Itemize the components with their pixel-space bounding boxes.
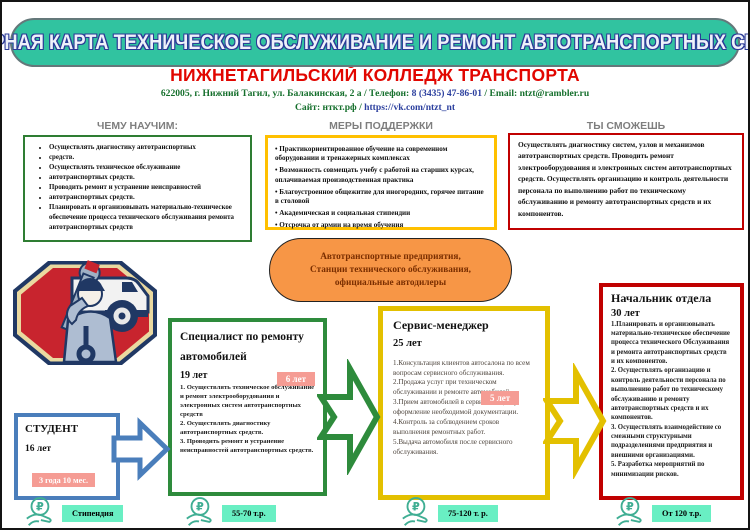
learn-box: Осуществлять диагностику автотранспортны…	[23, 135, 252, 242]
step-chief-box: Начальник отдела 30 лет 1.Планировать и …	[599, 283, 744, 500]
manager-title: Сервис-менеджер	[393, 318, 489, 332]
student-age: 16 лет	[25, 444, 52, 454]
learn-column-header: ЧЕМУ НАУЧИМ:	[96, 120, 179, 132]
you-can-box: Осуществлять диагностику систем, узлов и…	[508, 133, 744, 230]
manager-task: 3.Прием автомобилей в сервисный центр, о…	[393, 398, 520, 417]
chief-title: Начальник отдела	[611, 291, 712, 305]
support-list: Практикориентированное обучение на совре…	[275, 145, 487, 232]
ruble-in-hand-icon: ₽	[26, 497, 52, 526]
student-duration-badge: 3 года 10 мес.	[32, 473, 96, 487]
can-column-header: ТЫ СМОЖЕШЬ	[586, 120, 666, 132]
specialist-task: 2. Осуществлять диагностику автотранспор…	[180, 420, 271, 437]
learn-item: средств.	[49, 153, 244, 163]
student-title: СТУДЕНТ	[25, 423, 79, 435]
arrow-right-icon	[111, 417, 171, 481]
title-banner: КАРЬЕРНАЯ КАРТА ТЕХНИЧЕСКОЕ ОБСЛУЖИВАНИЕ…	[2, 18, 748, 67]
student-salary-badge: Стипендия	[62, 504, 124, 522]
learn-list: Осуществлять диагностику автотранспортны…	[49, 143, 244, 233]
arrow-right-icon	[317, 359, 381, 475]
learn-item: Проводить ремонт и устранение неисправно…	[49, 183, 244, 193]
employers-oval: Автотранспортные предприятия, Станции те…	[269, 238, 512, 302]
chief-age: 30 лет	[611, 307, 640, 319]
learn-item: Планировать и организовывать материально…	[49, 203, 244, 233]
specialist-salary-group: ₽ 55-70 т.р.	[184, 496, 276, 528]
specialist-task: 1. Осуществлять техническое обслуживание…	[180, 384, 315, 419]
step-manager-box: Сервис-менеджер 25 лет 1.Консультация кл…	[378, 306, 550, 500]
support-item: Отсрочка от армии на время обучения	[275, 221, 487, 231]
site-line: Сайт: нткт.рф / https://vk.com/ntzt_nt	[2, 102, 748, 113]
manager-task: 5.Выдача автомобиля после сервисного обс…	[393, 437, 513, 456]
step-specialist-box: Специалист по ремонту автомобилей 19 лет…	[168, 318, 327, 496]
svg-text:₽: ₽	[626, 501, 634, 514]
support-item: Благоустроенное общежитие для иногородни…	[275, 188, 487, 207]
learn-item: автотранспортных средств.	[49, 173, 244, 183]
college-name: НИЖНЕТАГИЛЬСКИЙ КОЛЛЕДЖ ТРАНСПОРТА	[170, 65, 580, 85]
chief-salary-group: ₽ От 120 т.р.	[614, 496, 712, 528]
chief-task: 1.Планировать и организовывать материаль…	[611, 320, 730, 366]
chief-task: 5. Разработка мероприятий по минимизации…	[611, 461, 705, 478]
support-box: Практикориентированное обучение на совре…	[265, 135, 497, 230]
site-label: Сайт: нткт.рф /	[294, 102, 365, 113]
chief-task: 3. Осуществлять взаимодействие со смежны…	[611, 423, 722, 459]
manager-task: 2.Продажа услуг при техническом обслужив…	[393, 378, 512, 397]
learn-item: автотранспортных средств.	[49, 193, 244, 203]
specialist-duration-badge: 6 лет	[276, 372, 315, 386]
specialist-age: 19 лет	[180, 370, 208, 382]
support-item: Практикориентированное обучение на совре…	[275, 145, 487, 164]
learn-item: Осуществлять диагностику автотранспортны…	[49, 143, 244, 153]
student-salary-group: ₽ Стипендия	[24, 496, 124, 528]
phone-number: 8 (3435) 47-86-01	[411, 88, 482, 99]
support-column-header: МЕРЫ ПОДДЕРЖКИ	[329, 120, 433, 132]
svg-text:₽: ₽	[412, 501, 420, 514]
employer-line: Автотранспортные предприятия,	[320, 252, 461, 262]
manager-age: 25 лет	[393, 337, 422, 349]
mechanic-with-wrench-emblem	[13, 260, 157, 365]
support-item: Возможность совмещать учебу с работой на…	[275, 166, 487, 185]
vk-link[interactable]: https://vk.com/ntzt_nt	[364, 102, 456, 113]
arrow-right-icon	[543, 363, 607, 479]
ruble-in-hand-icon: ₽	[186, 497, 212, 526]
chief-task: 2. Осуществлять организацию и контроль д…	[611, 367, 726, 422]
learn-item: Осуществлять техническое обслуживание	[49, 163, 244, 173]
manager-salary-group: ₽ 75-120 т. р.	[400, 496, 498, 528]
poster-title: КАРЬЕРНАЯ КАРТА ТЕХНИЧЕСКОЕ ОБСЛУЖИВАНИЕ…	[2, 30, 748, 54]
svg-text:₽: ₽	[196, 501, 204, 514]
chief-salary-badge: От 120 т.р.	[652, 504, 712, 522]
step-student-box: СТУДЕНТ 16 лет 3 года 10 мес.	[14, 413, 120, 500]
address-text: 622005, г. Нижний Тагил, ул. Балакинская…	[160, 88, 412, 99]
manager-task: 1.Консультация клиентов автосалона по вс…	[393, 358, 530, 377]
support-item: Академическая и социальная стипендии	[275, 209, 487, 219]
email-text: / Email: ntzt@rambler.ru	[482, 88, 590, 99]
ruble-in-hand-icon: ₽	[616, 497, 642, 526]
svg-text:₽: ₽	[36, 501, 44, 514]
employer-line: официальные автодилеры	[334, 278, 447, 288]
specialist-salary-badge: 55-70 т.р.	[222, 504, 276, 522]
manager-task: 4.Контроль за соблюдением сроков выполне…	[393, 418, 500, 437]
employer-line: Станции технического обслуживания,	[310, 265, 471, 275]
specialist-task: 3. Проводить ремонт и устранение неиспра…	[180, 438, 314, 455]
contact-line: 622005, г. Нижний Тагил, ул. Балакинская…	[2, 88, 748, 99]
ruble-in-hand-icon: ₽	[402, 497, 428, 526]
manager-salary-badge: 75-120 т. р.	[438, 504, 498, 522]
specialist-title: Специалист по ремонту автомобилей	[180, 331, 304, 363]
manager-duration-badge: 5 лет	[481, 391, 520, 405]
